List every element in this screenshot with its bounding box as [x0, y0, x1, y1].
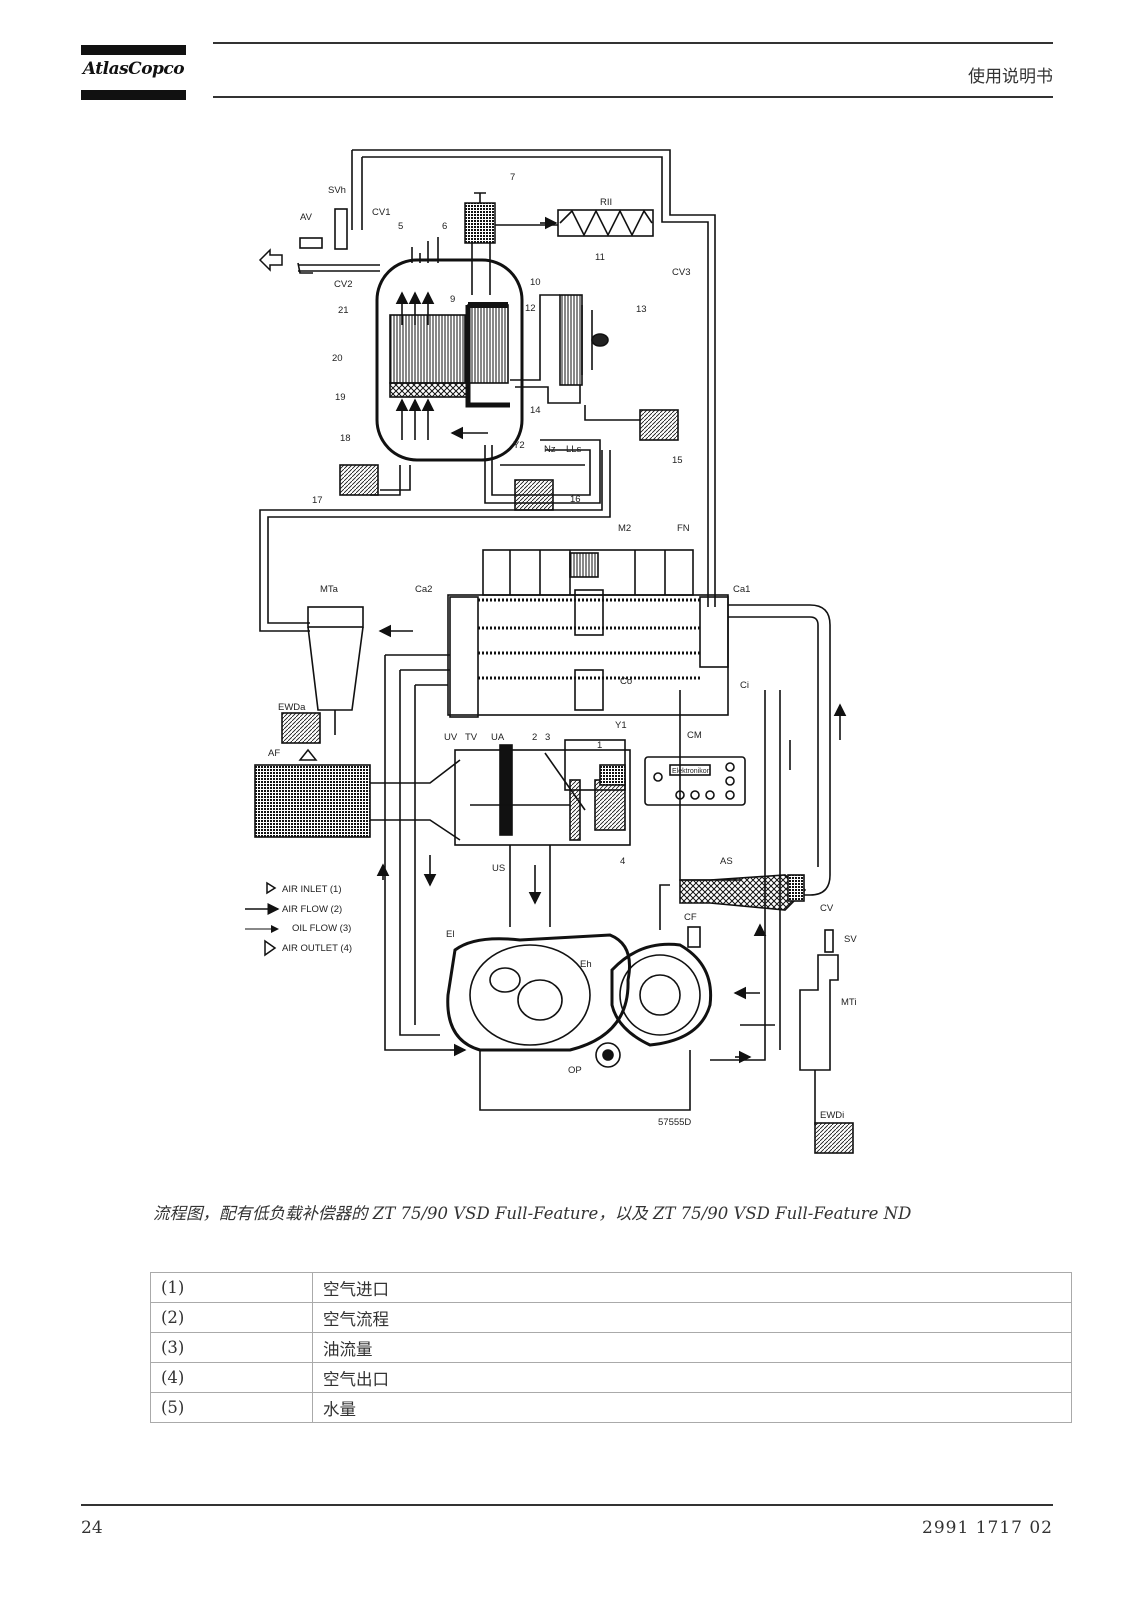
label-17: 17	[312, 495, 323, 506]
legend-description: 空气流程	[312, 1302, 1072, 1333]
label-SVh: SVh	[328, 185, 346, 196]
label-13: 13	[636, 304, 647, 315]
label-CV: CV	[820, 903, 834, 914]
logo-wordmark: AtlasCopco	[82, 59, 185, 79]
label-7: 7	[510, 172, 515, 183]
label-Nz: Nz	[544, 444, 556, 455]
label-Co: Co	[620, 676, 632, 687]
label-CM: CM	[687, 730, 702, 741]
logo-bar-top	[81, 45, 186, 55]
table-row: (2) 空气流程	[150, 1302, 1072, 1333]
legend-description: 空气进口	[312, 1272, 1072, 1303]
label-10: 10	[530, 277, 541, 288]
label-2: 2	[532, 732, 537, 743]
label-15: 15	[672, 455, 683, 466]
label-18: 18	[340, 433, 351, 444]
label-AF: AF	[268, 748, 280, 759]
flow-diagram: 7 RII SVh AV CV1 5 6 CV2 11 CV3 10 9 12 …	[245, 149, 857, 1154]
legend-air-outlet: AIR OUTLET (4)	[282, 943, 352, 954]
label-UV: UV	[444, 732, 458, 743]
label-CF: CF	[684, 912, 697, 923]
legend-air-inlet: AIR INLET (1)	[282, 884, 341, 895]
header-rule-bottom	[213, 96, 1053, 98]
label-OP: OP	[568, 1065, 582, 1076]
label-EWDa: EWDa	[278, 702, 306, 713]
label-CV2: CV2	[334, 279, 352, 290]
label-EWDi: EWDi	[820, 1110, 844, 1121]
label-AV: AV	[300, 212, 313, 223]
label-Y1: Y1	[615, 720, 627, 731]
legend-number: (4)	[150, 1362, 313, 1393]
label-LLs: LLs	[566, 444, 582, 455]
label-1: 1	[597, 740, 602, 751]
label-CV3: CV3	[672, 267, 690, 278]
label-20: 20	[332, 353, 343, 364]
label-Y2: Y2	[513, 440, 525, 451]
label-Ci: Ci	[740, 680, 749, 691]
label-SV: SV	[844, 934, 857, 945]
label-MTi: MTi	[841, 997, 856, 1008]
label-US: US	[492, 863, 505, 874]
legend-description: 空气出口	[312, 1362, 1072, 1393]
label-3: 3	[545, 732, 550, 743]
footer-rule	[81, 1504, 1053, 1506]
table-row: (5) 水量	[150, 1392, 1072, 1423]
label-FN: FN	[677, 523, 690, 534]
label-CV1: CV1	[372, 207, 390, 218]
label-AS: AS	[720, 856, 733, 867]
label-5: 5	[398, 221, 403, 232]
label-16: 16	[570, 494, 581, 505]
drawing-number: 57555D	[658, 1117, 691, 1128]
figure-caption: 流程图，配有低负载补偿器的 ZT 75/90 VSD Full-Feature，…	[153, 1204, 912, 1223]
table-row: (3) 油流量	[150, 1332, 1072, 1363]
header-title: 使用说明书	[968, 67, 1053, 87]
table-row: (4) 空气出口	[150, 1362, 1072, 1393]
label-12: 12	[525, 303, 536, 314]
label-RII: RII	[600, 197, 612, 208]
document-number: 2991 1717 02	[922, 1518, 1053, 1538]
label-Ca2: Ca2	[415, 584, 432, 595]
legend-number: (1)	[150, 1272, 313, 1303]
legend-table: (1) 空气进口 (2) 空气流程 (3) 油流量 (4) 空气出口 (5) 水…	[150, 1272, 1072, 1423]
label-6: 6	[442, 221, 447, 232]
label-MTa: MTa	[320, 584, 339, 595]
label-UA: UA	[491, 732, 505, 743]
label-Eh: Eh	[580, 959, 592, 970]
label-14: 14	[530, 405, 541, 416]
label-21: 21	[338, 305, 349, 316]
legend-oil-flow: OIL FLOW (3)	[292, 923, 351, 934]
controller-label: Elektronikon	[672, 768, 711, 775]
legend-air-flow: AIR FLOW (2)	[282, 904, 342, 915]
atlas-copco-logo: AtlasCopco	[81, 45, 186, 100]
label-Ca1: Ca1	[733, 584, 750, 595]
page-number: 24	[81, 1518, 103, 1538]
legend-number: (2)	[150, 1302, 313, 1333]
table-row: (1) 空气进口	[150, 1272, 1072, 1303]
legend-number: (3)	[150, 1332, 313, 1363]
label-El: El	[446, 929, 454, 940]
header-rule-top	[213, 42, 1053, 44]
label-9: 9	[450, 294, 455, 305]
legend-description: 油流量	[312, 1332, 1072, 1363]
label-M2: M2	[618, 523, 631, 534]
legend-number: (5)	[150, 1392, 313, 1423]
label-19: 19	[335, 392, 346, 403]
label-TV: TV	[465, 732, 478, 743]
legend-description: 水量	[312, 1392, 1072, 1423]
logo-bar-bottom	[81, 90, 186, 100]
label-4: 4	[620, 856, 625, 867]
label-11: 11	[595, 252, 605, 263]
